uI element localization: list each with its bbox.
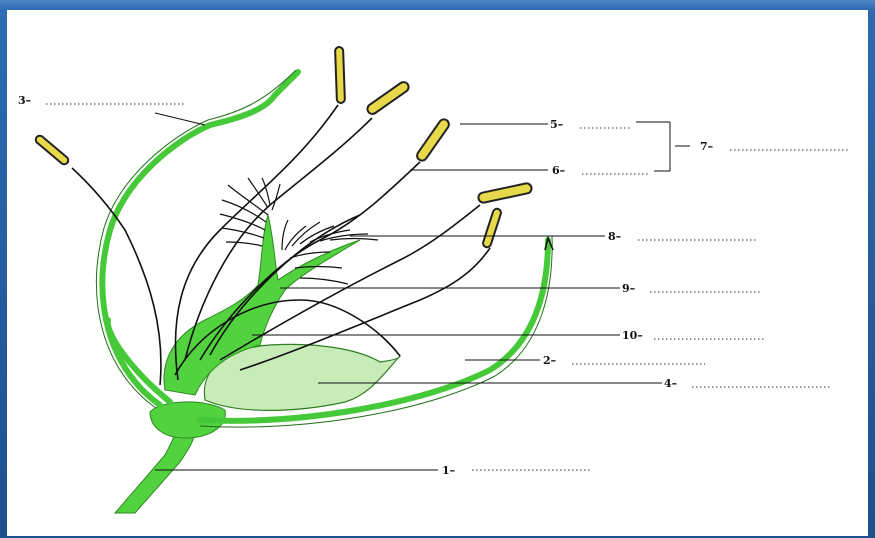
svg-text:10–: 10– (622, 329, 643, 342)
label-3: 3– (18, 94, 186, 107)
label-5: 5– (550, 118, 630, 131)
label-9: 9– (622, 282, 762, 295)
label-4: 4– (664, 377, 830, 390)
anther-4 (415, 117, 451, 162)
svg-text:1–: 1– (442, 464, 455, 477)
svg-text:8–: 8– (608, 230, 621, 243)
flower-stalk (115, 430, 195, 513)
label-10: 10– (622, 329, 765, 342)
svg-text:9–: 9– (622, 282, 635, 295)
svg-text:2–: 2– (543, 354, 556, 367)
svg-text:4–: 4– (664, 377, 677, 390)
leader-lines (155, 113, 690, 470)
anthers (34, 47, 532, 248)
svg-text:6–: 6– (552, 164, 565, 177)
label-6: 6– (552, 164, 650, 177)
label-2: 2– (543, 354, 705, 367)
stigma-hairs (220, 178, 378, 284)
svg-text:3–: 3– (18, 94, 31, 107)
anther-3 (365, 80, 410, 116)
svg-text:7–: 7– (700, 140, 713, 153)
anther-5 (478, 182, 533, 203)
label-7: 7– (700, 140, 848, 153)
anther-1 (34, 134, 70, 166)
anther-2 (335, 47, 345, 103)
svg-text:5–: 5– (550, 118, 563, 131)
anther-6 (482, 208, 502, 249)
label-1: 1– (442, 464, 592, 477)
label-8: 8– (608, 230, 758, 243)
